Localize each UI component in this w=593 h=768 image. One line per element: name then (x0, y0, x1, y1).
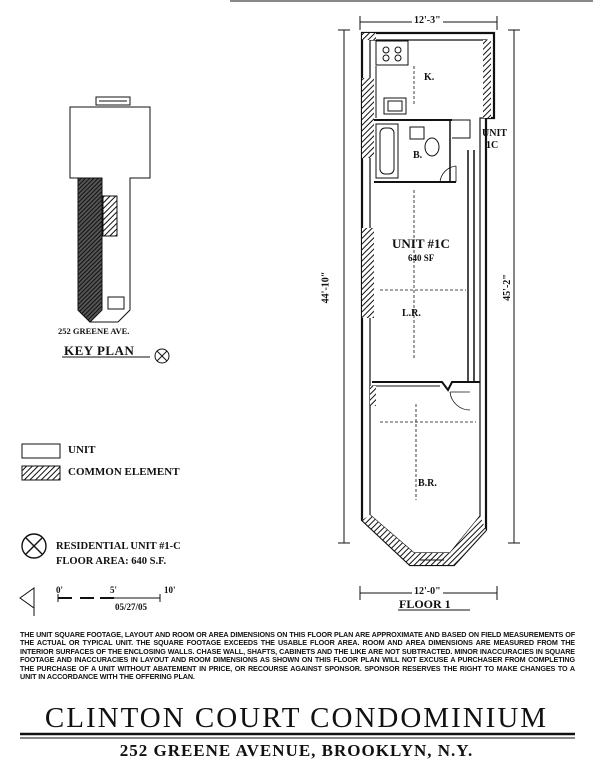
unit-area: 640 SF (408, 253, 435, 263)
scale-label-10: 10' (164, 585, 176, 595)
residential-unit-label: RESIDENTIAL UNIT #1-C (56, 541, 181, 552)
scale-arrow-icon (19, 587, 35, 616)
side-unit-label: UNIT (482, 128, 508, 139)
disclaimer-text: THE UNIT SQUARE FOOTAGE, LAYOUT AND ROOM… (20, 630, 575, 682)
condominium-title: CLINTON COURT CONDOMINIUM (44, 702, 549, 734)
dim-left: 44'-10" (320, 271, 332, 304)
key-plan-drawing (69, 96, 151, 323)
room-bedroom: B.R. (418, 478, 437, 489)
floor-label: FLOOR 1 (399, 597, 451, 611)
key-plan-address: 252 GREENE AVE. (58, 326, 130, 336)
legend-unit-swatch (21, 443, 61, 459)
scale-label-5: 5' (110, 585, 118, 595)
legend-common-label: COMMON ELEMENT (68, 466, 180, 478)
key-plan-north-icon (154, 348, 170, 364)
north-arrow-icon (21, 533, 47, 559)
scale-bar (57, 594, 161, 602)
dim-bottom: 12'-0" (412, 586, 443, 597)
unit-plan (338, 16, 520, 600)
unit-label: UNIT #1C (392, 236, 450, 251)
side-unit-id: 1C (486, 140, 499, 151)
room-kitchen: K. (424, 72, 435, 83)
dim-right: 45'-2" (501, 274, 513, 301)
room-bath: B. (413, 150, 423, 161)
key-plan-title: KEY PLAN (64, 343, 135, 358)
dim-top: 12'-3" (412, 15, 443, 26)
legend-common-swatch (21, 465, 61, 481)
room-living: L.R. (402, 308, 421, 319)
legend-unit-label: UNIT (68, 444, 96, 456)
scale-label-0: 0' (56, 585, 64, 595)
plan-date: 05/27/05 (115, 602, 148, 612)
condominium-address: 252 GREENE AVENUE, BROOKLYN, N.Y. (119, 741, 474, 760)
floor-area-label: FLOOR AREA: 640 S.F. (56, 556, 167, 567)
